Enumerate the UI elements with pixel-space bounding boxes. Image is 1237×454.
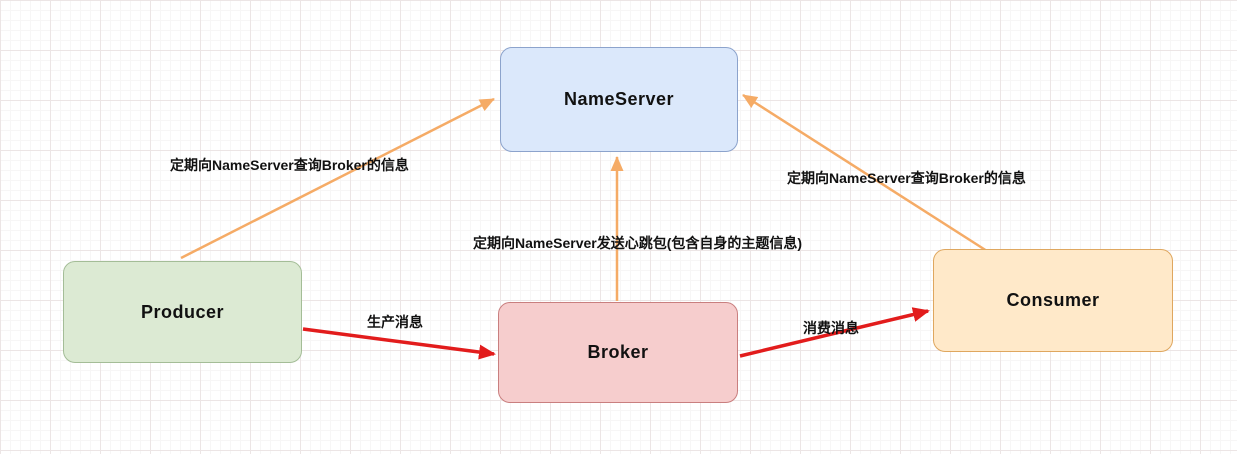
edge-consumer-to-nameserver <box>742 93 988 253</box>
node-broker-label: Broker <box>587 342 649 362</box>
edge-label-producer-query-nameserver: 定期向NameServer查询Broker的信息 <box>170 157 409 173</box>
edge-producer-to-nameserver <box>180 97 495 260</box>
edge-broker-to-consumer <box>739 307 930 358</box>
node-producer: Producer <box>63 261 302 363</box>
node-broker: Broker <box>498 302 738 403</box>
node-nameserver: NameServer <box>500 47 738 152</box>
node-consumer: Consumer <box>933 249 1173 352</box>
node-consumer-label: Consumer <box>1006 290 1100 310</box>
node-nameserver-label: NameServer <box>563 89 675 109</box>
edge-producer-to-broker <box>302 327 496 360</box>
edge-label-consume-message: 消费消息 <box>803 320 859 336</box>
edge-label-consumer-query-nameserver: 定期向NameServer查询Broker的信息 <box>787 170 1026 186</box>
edge-label-produce-message: 生产消息 <box>367 314 423 330</box>
edge-label-broker-heartbeat: 定期向NameServer发送心跳包(包含自身的主题信息) <box>473 235 803 251</box>
node-producer-label: Producer <box>140 301 225 322</box>
